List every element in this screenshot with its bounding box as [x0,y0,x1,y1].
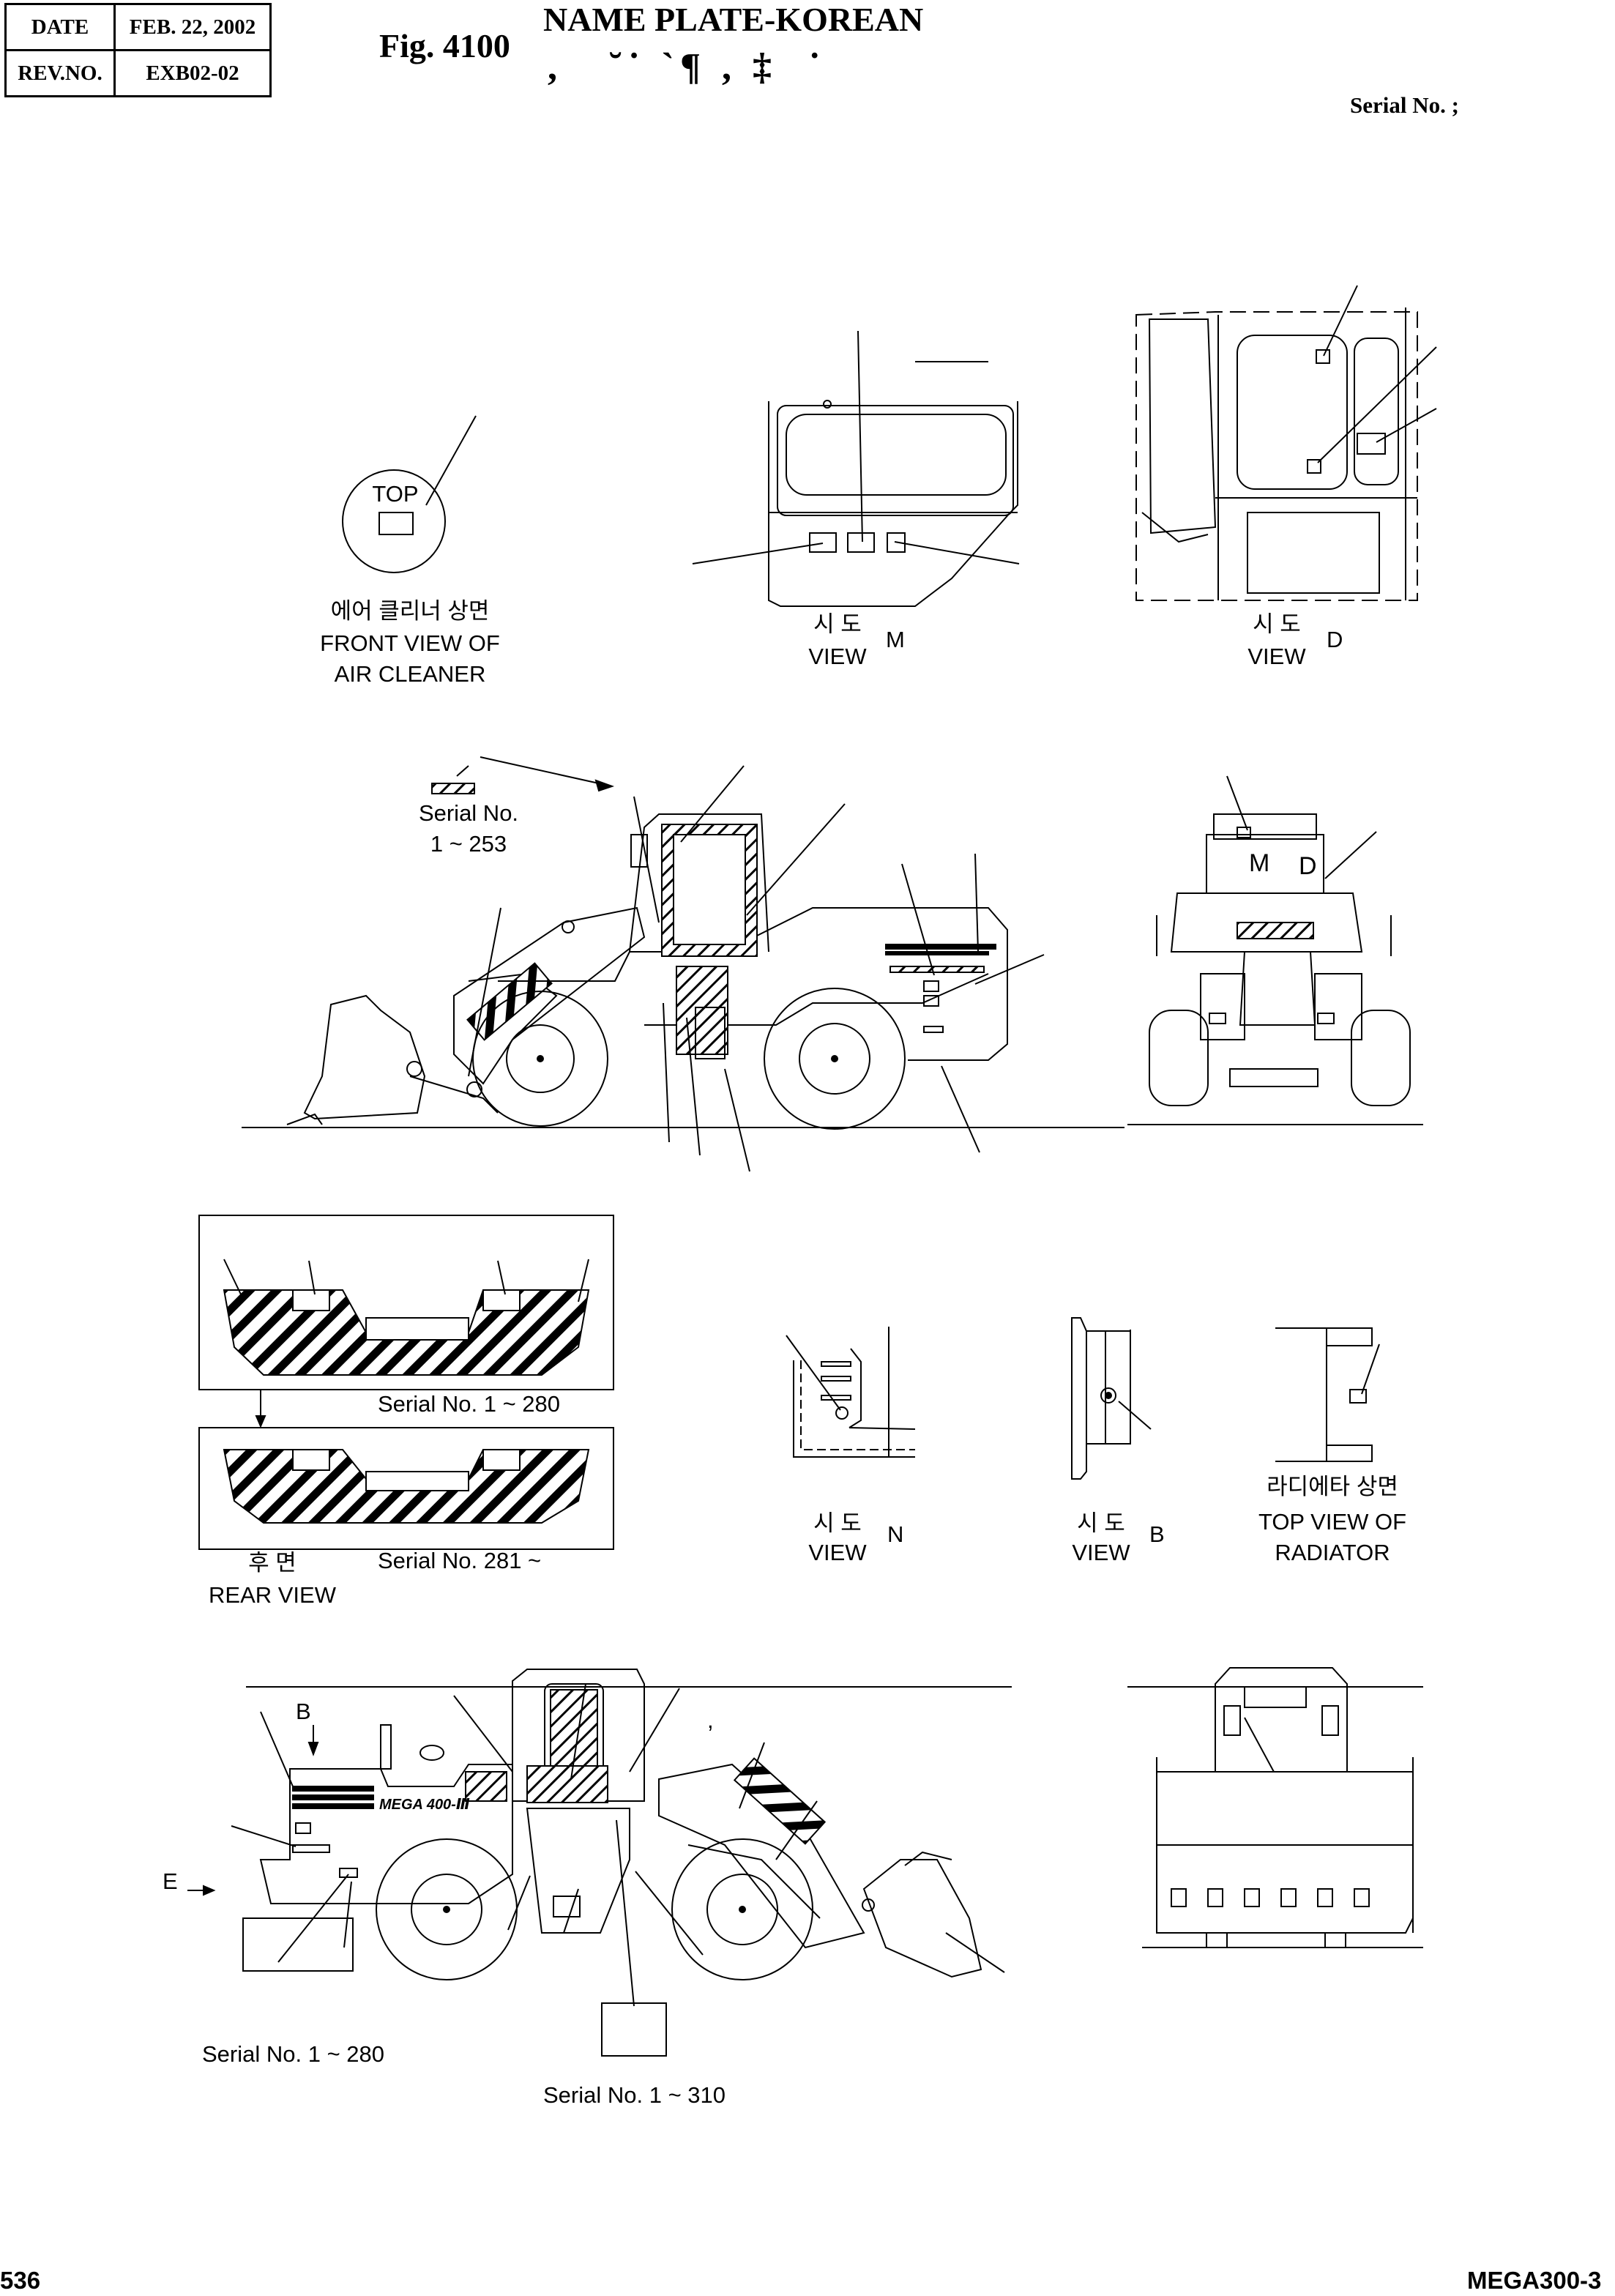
radiator-top-view [1275,1328,1379,1461]
cab-m-label: M [1249,849,1270,877]
serial-1-280-rear: Serial No. 1 ~ 280 [378,1391,561,1417]
serial-281-rear: Serial No. 281 ~ [378,1548,542,1573]
rev-value: EXB02-02 [113,49,272,97]
view-d-drawing [1136,286,1436,600]
figure-subtitle: , ˘˙ `¶ , ‡ ˙ [548,46,827,88]
loader-rear-view [1127,1668,1423,1947]
view-n-drawing [786,1327,915,1457]
arrow-e-label: E [163,1868,178,1894]
rear-view-en: REAR VIEW [209,1582,336,1608]
air-cleaner-view [343,416,476,573]
air-cleaner-ko: 에어 클리너 상면 [330,598,490,624]
view-m-ko: 시 도 [813,611,862,637]
radiator-ko: 라디에타 상면 [1267,1474,1398,1499]
revision-table: DATE FEB. 22, 2002 REV.NO. EXB02-02 [4,3,272,97]
date-value: FEB. 22, 2002 [113,3,272,51]
model-badge: MEGA 400-Ⅲ [379,1797,470,1813]
serial-1-253-range: 1 ~ 253 [430,831,507,857]
figure-number: Fig. 4100 [379,27,510,64]
air-cleaner-en2: AIR CLEANER [334,661,486,687]
loader-side-view-left [242,757,1124,1171]
date-label: DATE [4,3,116,51]
view-m-en: VIEW [808,644,867,669]
view-b-drawing [1072,1318,1151,1479]
view-b-en: VIEW [1072,1540,1130,1565]
view-d-en: VIEW [1247,644,1306,669]
cab-d-label: D [1299,852,1317,880]
view-n-en: VIEW [808,1540,867,1565]
view-b-ko: 시 도 [1077,1510,1125,1536]
rear-view-panels [199,1215,613,1549]
serial-1-310-bottom: Serial No. 1 ~ 310 [543,2082,726,2108]
arrow-b-label: B [296,1699,311,1724]
view-b-letter: B [1149,1521,1165,1547]
view-n-letter: N [887,1521,904,1547]
air-cleaner-en1: FRONT VIEW OF [320,630,500,656]
view-n-ko: 시 도 [813,1510,862,1536]
view-m-drawing [693,331,1019,606]
model-code: MEGA300-3 [1467,2267,1602,2294]
radiator-en2: RADIATOR [1275,1540,1390,1565]
rev-label: REV.NO. [4,49,116,97]
view-m-letter: M [886,627,905,652]
figure-title: NAME PLATE-KOREAN [543,1,924,38]
comma-mark: , [707,1707,714,1733]
view-d-letter: D [1327,627,1343,652]
serial-number: Serial No. ; [1350,92,1459,118]
loader-front-view [1127,776,1423,1125]
view-d-ko: 시 도 [1253,611,1301,637]
loader-side-view-right [187,952,1012,2056]
page-number: 536 [0,2267,41,2294]
serial-1-253-label: Serial No. [418,800,519,826]
serial-1-280-bottom: Serial No. 1 ~ 280 [202,2041,385,2067]
radiator-en1: TOP VIEW OF [1258,1509,1407,1535]
rear-view-ko: 후 면 [248,1550,296,1576]
top-label: TOP [372,481,419,507]
